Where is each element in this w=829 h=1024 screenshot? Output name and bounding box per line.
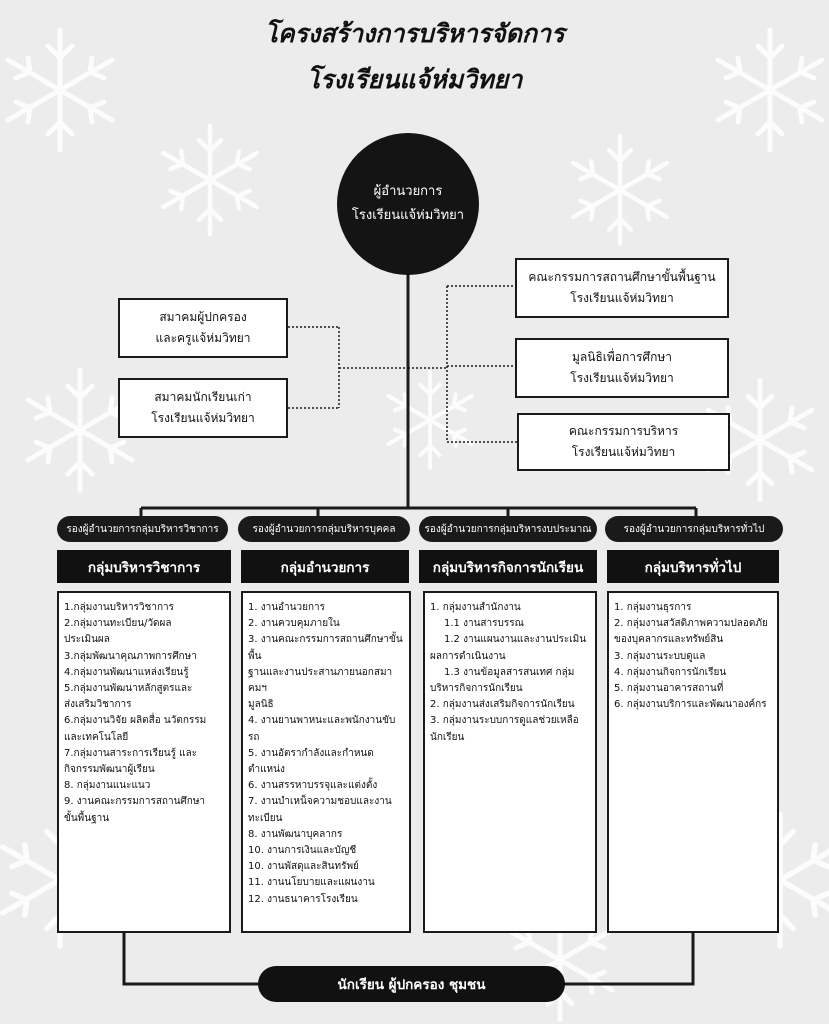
director-title: ผู้อำนวยการ — [373, 184, 443, 199]
list-item: นักเรียน — [430, 731, 465, 743]
list-item: 6. กลุ่มงานบริการและพัฒนาองค์กร — [614, 699, 767, 711]
list-item: 1. กลุ่มงานสำนักงาน — [430, 602, 521, 613]
group-header-general: กลุ่มบริหารทั่วไป — [607, 550, 779, 583]
list-item: กิจกรรมพัฒนาผู้เรียน — [64, 764, 155, 776]
list-item: บริหารกิจการนักเรียน — [430, 683, 523, 695]
list-item: 12. งานธนาคารโรงเรียน — [248, 893, 358, 905]
list-item: ผลการดำเนินงาน — [430, 650, 506, 662]
list-item: 1. กลุ่มงานธุรการ — [614, 602, 692, 613]
list-item: 7.กลุ่มงานสาระการเรียนรู้ และ — [64, 747, 198, 759]
list-item: 1.กลุ่มงานบริหารวิชาการ — [64, 602, 175, 613]
box-line1: สมาคมผู้ปกครอง — [159, 310, 247, 324]
list-item: 4. งานยานพาหนะและพนักงานขับรถ — [248, 715, 396, 743]
box-line1: คณะกรรมการบริหาร — [568, 424, 679, 438]
executive-committee-box: คณะกรรมการบริหาร โรงเรียนแจ้ห่มวิทยา — [517, 413, 730, 471]
list-item: ส่งเสริมวิชาการ — [64, 699, 132, 711]
list-item: 5. งานอัตรากำลังและกำหนดตำแหน่ง — [248, 747, 374, 776]
list-item: 7. งานบำเหน็จความชอบและงาน — [248, 796, 392, 808]
list-item: 2. กลุ่มงานสวัสดิภาพความปลอดภัย — [614, 618, 768, 630]
list-item: 10. งานการเงินและบัญชี — [248, 845, 357, 857]
group-header-administration: กลุ่มอำนวยการ — [241, 550, 409, 583]
list-item: 4.กลุ่มงานพัฒนาแหล่งเรียนรู้ — [64, 666, 189, 678]
parent-teacher-association-box: สมาคมผู้ปกครอง และครูแจ้ห่มวิทยา — [118, 298, 288, 358]
box-line1: คณะกรรมการสถานศึกษาขั้นพื้นฐาน — [528, 270, 716, 284]
list-item: 8. งานพัฒนาบุคลากร — [248, 828, 343, 840]
list-item: 1. งานอำนวยการ — [248, 602, 326, 613]
list-item: ขั้นพื้นฐาน — [64, 812, 110, 824]
list-item: 2. งานควบคุมภายใน — [248, 618, 340, 630]
director-node: ผู้อำนวยการ โรงเรียนแจ้ห่มวิทยา — [337, 133, 479, 275]
list-item: 3. กลุ่มงานระบบดูแล — [614, 650, 706, 662]
box-line2: โรงเรียนแจ้ห่มวิทยา — [570, 291, 674, 305]
list-item: 10. งานพัสดุและสินทรัพย์ — [248, 861, 359, 873]
basic-education-committee-box: คณะกรรมการสถานศึกษาขั้นพื้นฐาน โรงเรียนแ… — [515, 258, 729, 318]
box-line1: สมาคมนักเรียนเก่า — [154, 390, 252, 404]
list-item: 2. กลุ่มงานส่งเสริมกิจการนักเรียน — [430, 699, 575, 711]
list-item: 1.1 งานสารบรรณ — [444, 618, 524, 630]
list-item: 5.กลุ่มงานพัฒนาหลักสูตรและ — [64, 683, 193, 695]
diagram-title-line2: โรงเรียนแจ้ห่มวิทยา — [306, 65, 523, 94]
group-header-student-affairs: กลุ่มบริหารกิจการนักเรียน — [419, 550, 597, 583]
academic-task-list: 1.กลุ่มงานบริหารวิชาการ 2.กลุ่มงานทะเบีย… — [57, 591, 231, 933]
diagram-title-line1: โครงสร้างการบริหารจัดการ — [264, 19, 565, 48]
list-item: ประเมินผล — [64, 634, 110, 646]
administration-task-list: 1. งานอำนวยการ 2. งานควบคุมภายใน 3. งานค… — [241, 591, 411, 933]
box-line2: และครูแจ้ห่มวิทยา — [155, 331, 251, 345]
list-item: 4. กลุ่มงานกิจการนักเรียน — [614, 666, 727, 678]
list-item: 6.กลุ่มงานวิจัย ผลิตสื่อ นวัตกรรม — [64, 715, 207, 727]
alumni-association-box: สมาคมนักเรียนเก่า โรงเรียนแจ้ห่มวิทยา — [118, 378, 288, 438]
vice-director-budget: รองผู้อำนวยการกลุ่มบริหารงบประมาณ — [419, 516, 597, 542]
list-item: 5. กลุ่มงานอาคารสถานที่ — [614, 683, 724, 695]
list-item: 9. งานคณะกรรมการสถานศึกษา — [64, 796, 206, 808]
box-line2: โรงเรียนแจ้ห่มวิทยา — [571, 445, 676, 459]
stakeholders-node: นักเรียน ผู้ปกครอง ชุมชน — [258, 966, 565, 1002]
list-item: ฐานและงานประสานภายนอกสมาคมฯ — [248, 666, 393, 695]
student-affairs-task-list: 1. กลุ่มงานสำนักงาน 1.1 งานสารบรรณ 1.2 ง… — [423, 591, 597, 933]
vice-director-general: รองผู้อำนวยการกลุ่มบริหารทั่วไป — [605, 516, 783, 542]
list-item: 1.2 งานแผนงานและงานประเมิน — [444, 634, 587, 646]
list-item: 3. กลุ่มงานระบบการดูแลช่วยเหลือ — [430, 715, 579, 727]
list-item: 2.กลุ่มงานทะเบียน/วัดผล — [64, 618, 172, 630]
list-item: ของบุคลากรและทรัพย์สิน — [614, 634, 724, 646]
list-item: และเทคโนโลยี — [64, 731, 129, 743]
box-line2: โรงเรียนแจ้ห่มวิทยา — [570, 371, 674, 385]
list-item: 8. กลุ่มงานแนะแนว — [64, 780, 151, 792]
group-header-academic: กลุ่มบริหารวิชาการ — [57, 550, 231, 583]
vice-director-academic: รองผู้อำนวยการกลุ่มบริหารวิชาการ — [57, 516, 228, 542]
list-item: 3.กลุ่มพัฒนาคุณภาพการศึกษา — [64, 650, 197, 662]
box-line1: มูลนิธิเพื่อการศึกษา — [572, 350, 672, 364]
education-foundation-box: มูลนิธิเพื่อการศึกษา โรงเรียนแจ้ห่มวิทยา — [515, 338, 729, 398]
list-item: 11. งานนโยบายและแผนงาน — [248, 877, 375, 889]
director-school: โรงเรียนแจ้ห่มวิทยา — [351, 208, 465, 223]
list-item: มูลนิธิ — [248, 699, 274, 711]
box-line2: โรงเรียนแจ้ห่มวิทยา — [151, 411, 255, 425]
list-item: 3. งานคณะกรรมการสถานศึกษาขั้นพื้น — [248, 634, 403, 662]
vice-director-personnel: รองผู้อำนวยการกลุ่มบริหารบุคคล — [238, 516, 410, 542]
list-item: ทะเบียน — [248, 812, 283, 824]
list-item: 1.3 งานข้อมูลสารสนเทศ กลุ่ม — [444, 666, 575, 678]
list-item: 6. งานสรรหาบรรจุและแต่งตั้ง — [248, 780, 378, 792]
general-task-list: 1. กลุ่มงานธุรการ 2. กลุ่มงานสวัสดิภาพคว… — [607, 591, 779, 933]
